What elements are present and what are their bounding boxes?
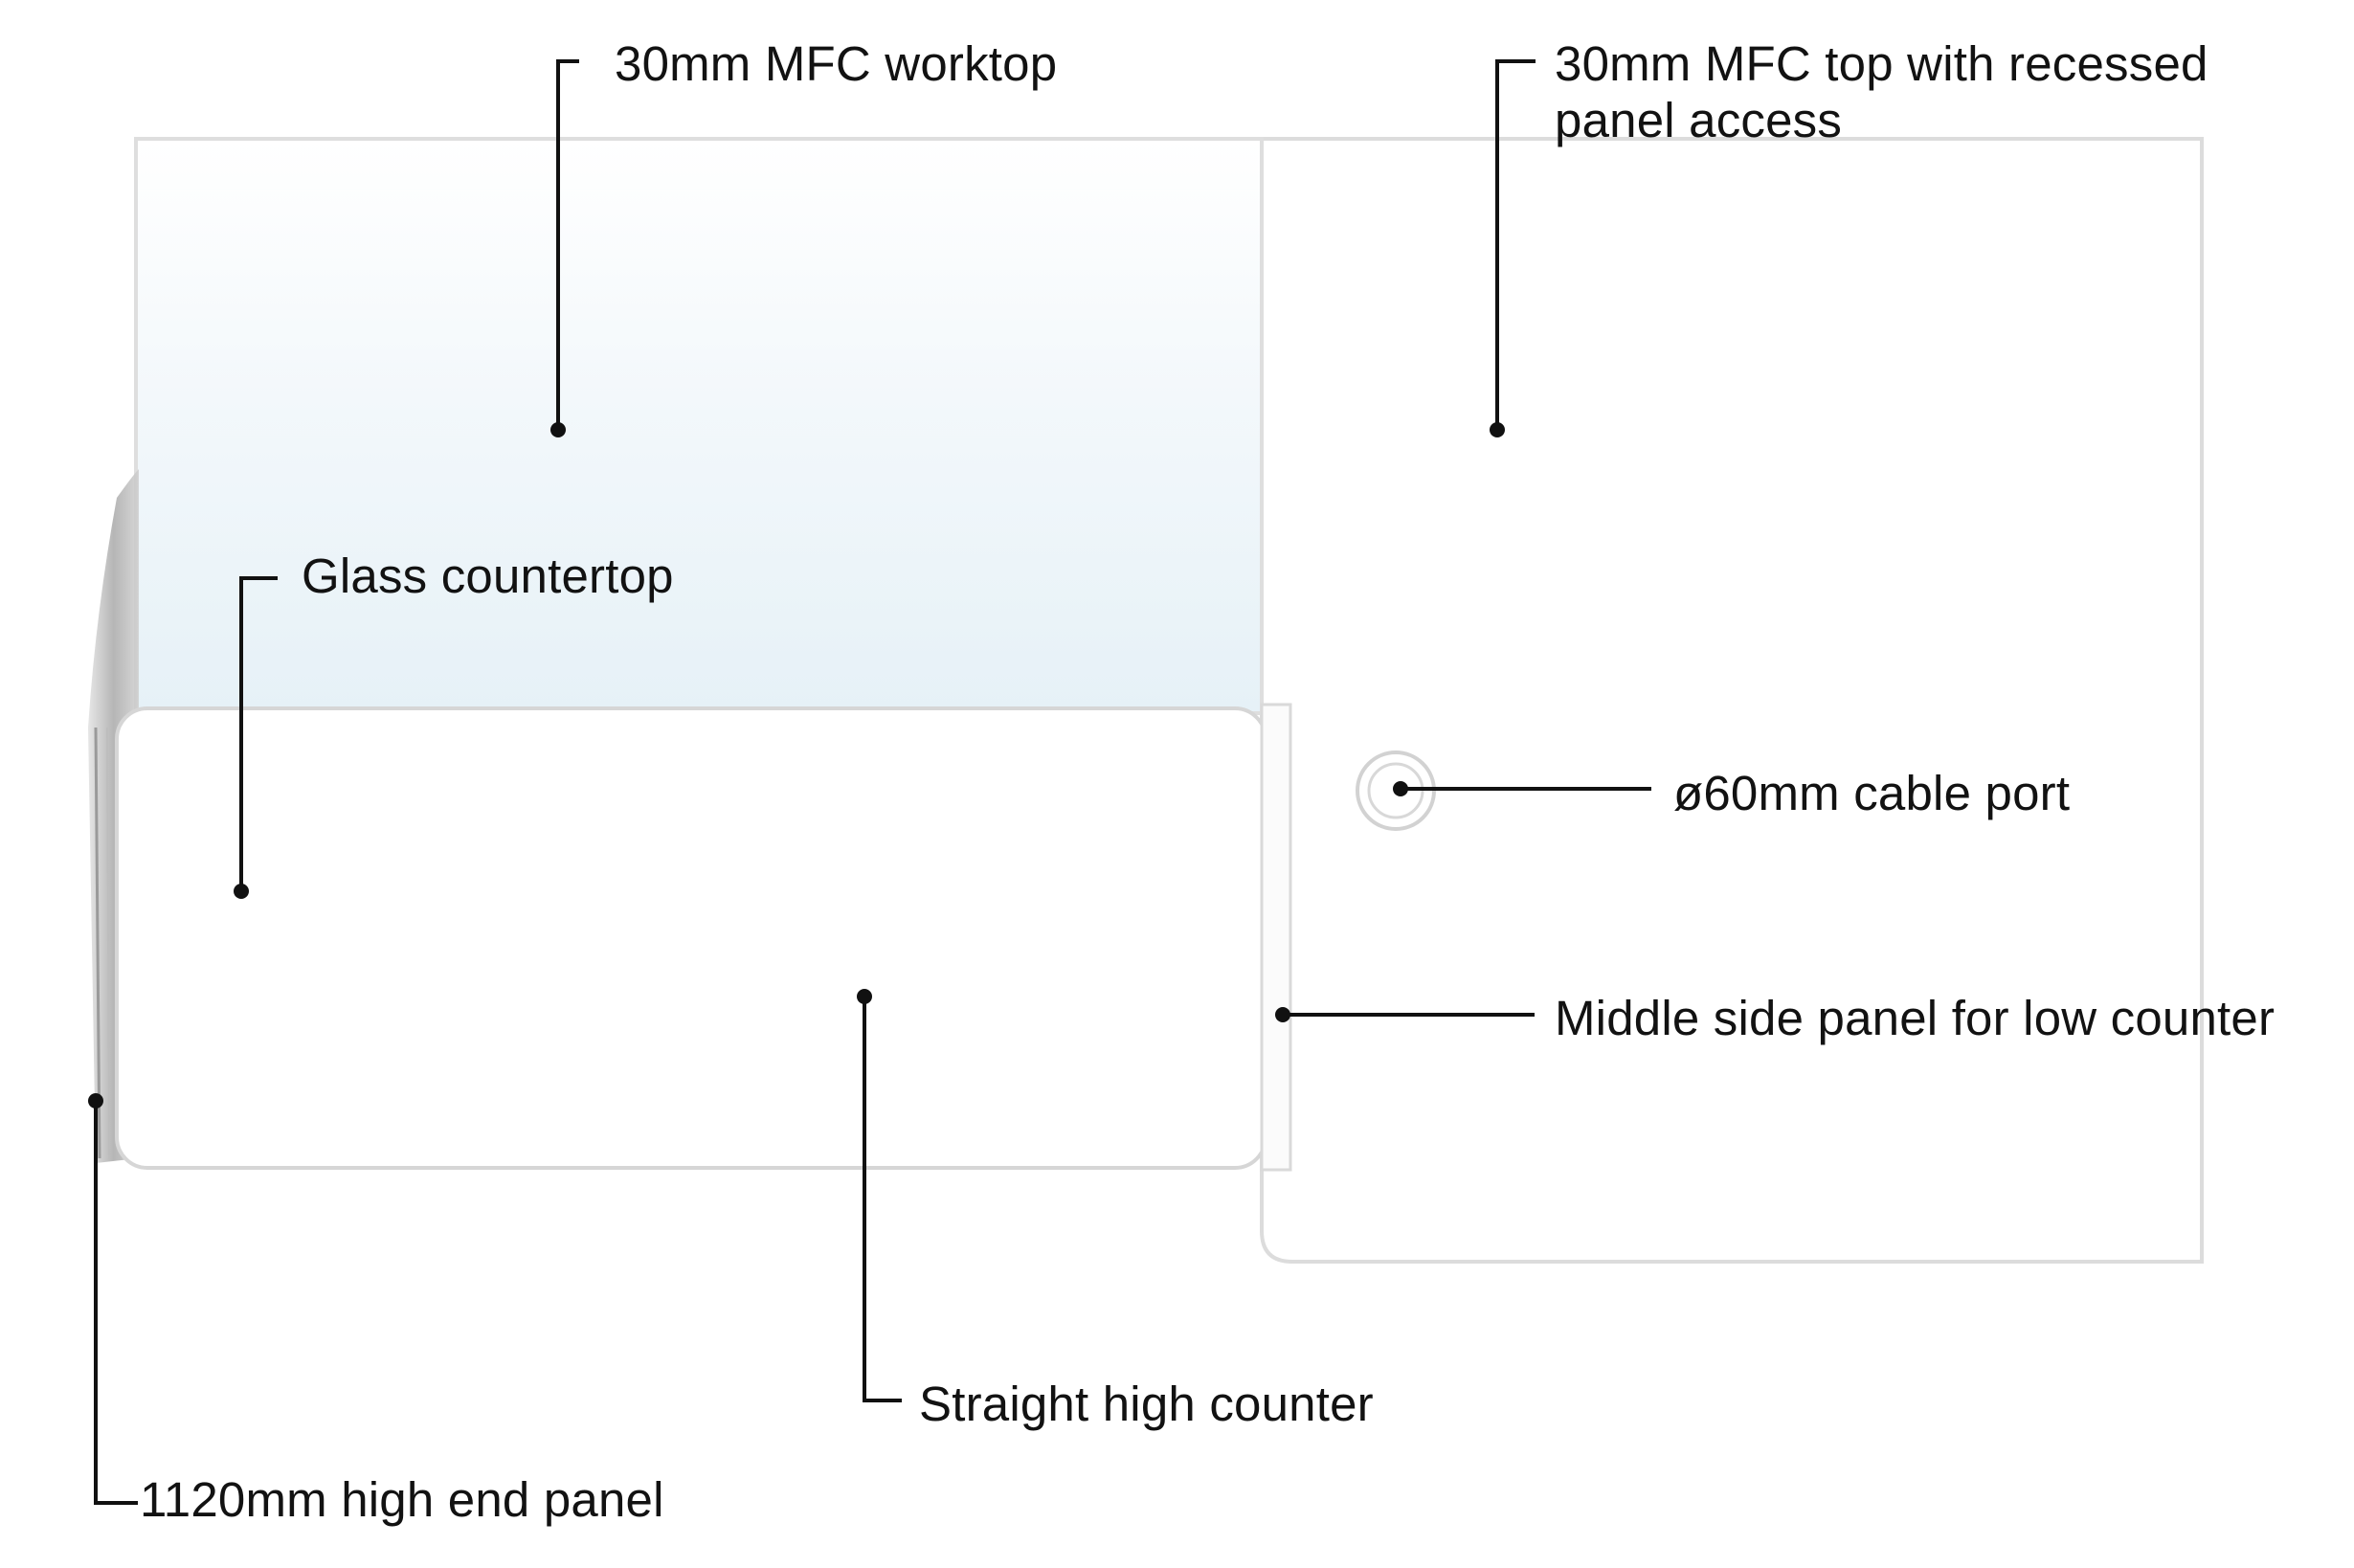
- label-glass-countertop: Glass countertop: [302, 549, 674, 603]
- leader-mfc-worktop: [556, 59, 579, 430]
- straight-high-counter: [115, 706, 1267, 1170]
- label-mfc-top-recessed: 30mm MFC top with recessed panel access: [1555, 36, 2208, 147]
- mfc-top-recessed-panel: [1260, 137, 2204, 1264]
- leader-mfc-top-recessed: [1495, 59, 1536, 430]
- middle-side-panel: [1260, 703, 1292, 1172]
- leader-straight-high-counter: [863, 997, 902, 1402]
- mfc-worktop: [134, 137, 1264, 715]
- leader-end-panel: [94, 1101, 138, 1505]
- leader-dots: [88, 422, 1505, 1109]
- label-mfc-worktop: 30mm MFC worktop: [615, 36, 1058, 91]
- label-end-panel: 1120mm high end panel: [140, 1472, 664, 1527]
- leader-glass-countertop: [239, 576, 278, 891]
- label-middle-side-panel: Middle side panel for low counter: [1555, 991, 2276, 1045]
- label-cable-port: ø60mm cable port: [1673, 766, 2071, 820]
- leader-lines: [94, 59, 1651, 1505]
- label-straight-high-counter: Straight high counter: [919, 1377, 1374, 1431]
